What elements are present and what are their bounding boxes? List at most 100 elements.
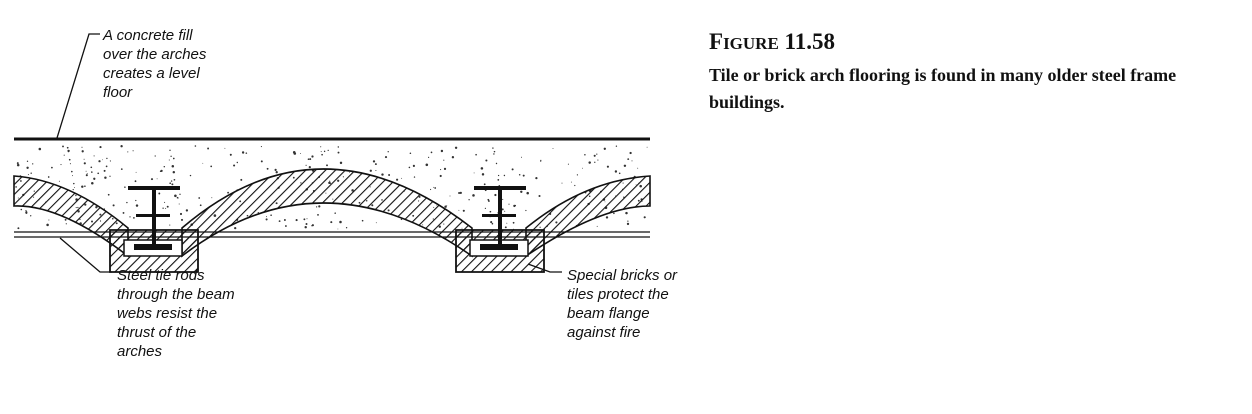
concrete-aggregate-dot xyxy=(485,159,488,162)
concrete-aggregate-dot xyxy=(97,172,100,175)
concrete-aggregate-dot xyxy=(490,221,493,224)
concrete-aggregate-dot xyxy=(81,146,83,148)
concrete-aggregate-dot xyxy=(245,152,248,154)
concrete-aggregate-dot xyxy=(135,199,137,202)
concrete-aggregate-dot xyxy=(440,149,444,153)
concrete-aggregate-dot xyxy=(172,170,176,174)
concrete-aggregate-dot xyxy=(495,162,498,165)
concrete-aggregate-dot xyxy=(472,194,475,197)
concrete-aggregate-dot xyxy=(81,185,84,188)
concrete-aggregate-dot xyxy=(126,201,128,204)
figure-caption: FIGURE 11.58 Tile or brick arch flooring… xyxy=(709,28,1229,116)
concrete-aggregate-dot xyxy=(127,151,129,153)
concrete-aggregate-dot xyxy=(16,163,20,167)
concrete-aggregate-dot xyxy=(375,169,377,172)
concrete-aggregate-dot xyxy=(462,209,465,212)
concrete-aggregate-dot xyxy=(163,165,166,168)
concrete-aggregate-dot xyxy=(275,171,278,174)
concrete-aggregate-dot xyxy=(451,156,455,159)
concrete-aggregate-dot xyxy=(266,167,269,170)
concrete-aggregate-dot xyxy=(323,150,326,153)
concrete-aggregate-dot xyxy=(177,197,179,199)
concrete-aggregate-dot xyxy=(26,166,29,169)
concrete-aggregate-dot xyxy=(522,174,525,177)
concrete-aggregate-dot xyxy=(623,164,627,168)
concrete-aggregate-dot xyxy=(162,207,164,209)
concrete-aggregate-dot xyxy=(26,160,29,162)
concrete-aggregate-dot xyxy=(30,215,32,217)
concrete-aggregate-dot xyxy=(627,158,630,161)
concrete-aggregate-dot xyxy=(122,211,125,214)
concrete-aggregate-dot xyxy=(475,153,477,156)
concrete-aggregate-dot xyxy=(614,170,618,173)
concrete-aggregate-dot xyxy=(154,155,156,157)
concrete-aggregate-dot xyxy=(508,203,510,205)
brick-arch-right xyxy=(525,175,651,258)
concrete-aggregate-dot xyxy=(74,187,75,189)
concrete-aggregate-dot xyxy=(480,167,484,170)
concrete-aggregate-dot xyxy=(497,179,500,181)
concrete-aggregate-dot xyxy=(504,210,506,212)
concrete-aggregate-dot xyxy=(408,166,411,169)
concrete-aggregate-dot xyxy=(434,187,437,189)
concrete-aggregate-dot xyxy=(483,183,486,186)
concrete-aggregate-dot xyxy=(32,163,34,165)
brick-arch-center xyxy=(181,168,473,258)
concrete-aggregate-dot xyxy=(311,155,314,158)
concrete-aggregate-dot xyxy=(308,166,311,169)
concrete-aggregate-dot xyxy=(90,166,93,169)
concrete-aggregate-dot xyxy=(65,223,67,225)
concrete-aggregate-dot xyxy=(210,165,213,168)
concrete-aggregate-dot xyxy=(401,177,403,179)
concrete-aggregate-dot xyxy=(518,173,521,176)
concrete-aggregate-dot xyxy=(520,156,523,158)
concrete-aggregate-dot xyxy=(525,209,527,212)
concrete-aggregate-dot xyxy=(492,147,494,149)
concrete-aggregate-dot xyxy=(526,191,529,195)
concrete-aggregate-dot xyxy=(520,190,523,193)
concrete-aggregate-dot xyxy=(67,149,70,153)
concrete-aggregate-dot xyxy=(594,161,596,163)
concrete-aggregate-dot xyxy=(170,155,172,157)
concrete-aggregate-dot xyxy=(539,160,542,162)
concrete-aggregate-dot xyxy=(134,180,137,183)
concrete-aggregate-dot xyxy=(372,160,376,163)
concrete-aggregate-dot xyxy=(169,224,171,226)
concrete-aggregate-dot xyxy=(132,150,134,152)
concrete-aggregate-dot xyxy=(84,185,86,187)
concrete-aggregate-dot xyxy=(618,172,621,175)
concrete-aggregate-dot xyxy=(133,217,135,219)
concrete-aggregate-dot xyxy=(85,170,87,172)
concrete-aggregate-dot xyxy=(574,184,576,187)
callout-special-bricks: Special bricks or tiles protect the beam… xyxy=(567,267,678,341)
concrete-aggregate-dot xyxy=(473,172,475,174)
concrete-aggregate-dot xyxy=(512,221,515,224)
concrete-aggregate-dot xyxy=(159,170,162,173)
concrete-aggregate-dot xyxy=(315,206,318,208)
concrete-aggregate-dot xyxy=(503,174,506,177)
concrete-aggregate-dot xyxy=(326,164,328,167)
concrete-aggregate-dot xyxy=(487,200,490,202)
concrete-aggregate-dot xyxy=(98,160,101,163)
concrete-aggregate-dot xyxy=(16,162,19,165)
concrete-aggregate-dot xyxy=(504,226,507,229)
concrete-aggregate-dot xyxy=(179,193,181,195)
concrete-aggregate-dot xyxy=(103,169,106,172)
concrete-aggregate-dot xyxy=(506,222,508,224)
concrete-aggregate-dot xyxy=(339,220,342,224)
concrete-aggregate-dot xyxy=(233,164,236,167)
concrete-aggregate-dot xyxy=(387,151,389,153)
concrete-aggregate-dot xyxy=(68,158,71,161)
concrete-aggregate-dot xyxy=(311,225,313,227)
concrete-aggregate-dot xyxy=(570,181,572,183)
concrete-aggregate-dot xyxy=(446,204,448,206)
concrete-aggregate-dot xyxy=(292,151,296,154)
concrete-aggregate-dot xyxy=(164,201,166,203)
concrete-aggregate-dot xyxy=(303,218,306,221)
concrete-aggregate-dot xyxy=(93,177,96,180)
concrete-aggregate-dot xyxy=(396,178,399,181)
concrete-aggregate-dot xyxy=(588,161,591,164)
concrete-aggregate-dot xyxy=(107,193,110,196)
concrete-aggregate-dot xyxy=(185,209,189,212)
